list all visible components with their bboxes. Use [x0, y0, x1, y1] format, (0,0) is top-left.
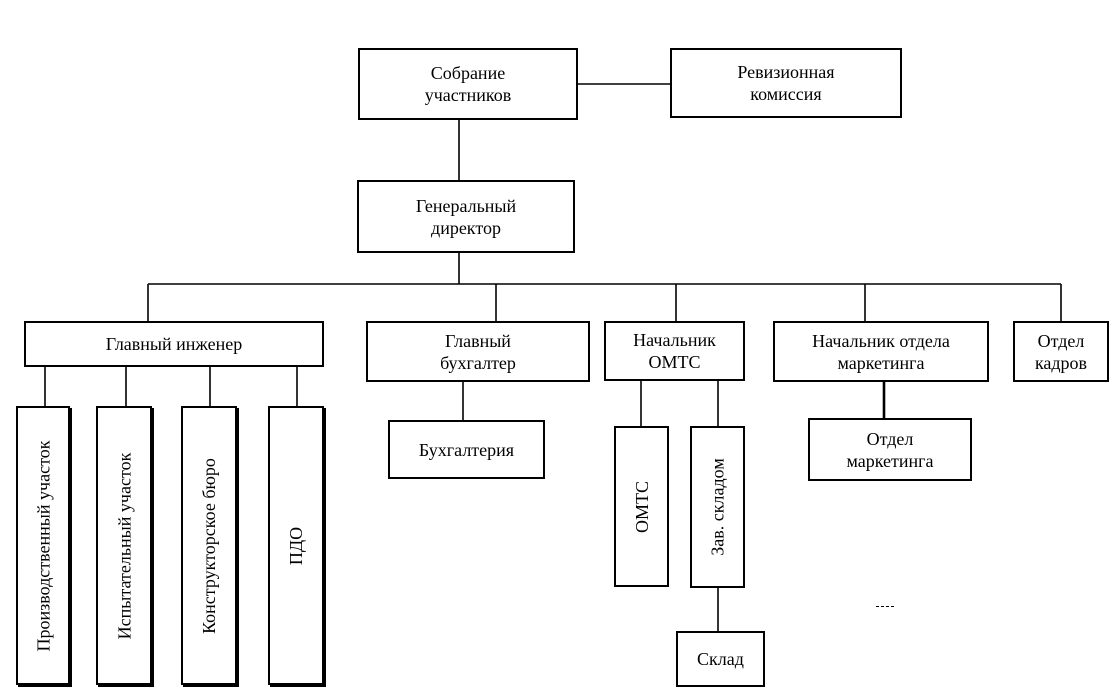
node-hr-dept-label: Отдел кадров [1034, 330, 1088, 373]
node-testing-site-label: Испытательный участок [114, 452, 135, 639]
node-hr-dept: Отдел кадров [1013, 321, 1109, 382]
node-audit-commission: Ревизионная комиссия [670, 48, 902, 118]
node-omts-label: ОМТС [631, 480, 652, 533]
node-chief-engineer-label: Главный инженер [105, 334, 243, 354]
node-warehouse: Склад [676, 631, 765, 687]
node-design-bureau: Конструкторское бюро [181, 406, 237, 685]
node-production-site: Производственный участок [16, 406, 70, 685]
node-design-bureau-label: Конструкторское бюро [199, 457, 220, 634]
node-omts: ОМТС [614, 426, 669, 587]
node-chief-accountant: Главный бухгалтер [366, 321, 590, 382]
node-head-marketing-label: Начальник отдела маркетинга [812, 330, 950, 373]
node-testing-site: Испытательный участок [96, 406, 152, 685]
node-head-marketing: Начальник отдела маркетинга [773, 321, 989, 382]
node-chief-accountant-label: Главный бухгалтер [440, 330, 516, 373]
node-ceo: Генеральный директор [357, 180, 575, 253]
node-production-site-label: Производственный участок [33, 440, 53, 651]
node-warehouse-manager-label: Зав. складом [707, 458, 728, 556]
node-audit-commission-label: Ревизионная комиссия [737, 62, 835, 104]
node-pdo-label: ПДО [286, 526, 306, 565]
node-chief-engineer: Главный инженер [24, 321, 324, 367]
node-assembly-label: Собрание участников [424, 63, 512, 105]
node-head-omts-label: Начальник ОМТС [633, 330, 716, 372]
scan-mark [876, 606, 894, 607]
node-marketing-dept: Отдел маркетинга [808, 418, 972, 481]
node-assembly: Собрание участников [358, 48, 578, 120]
node-ceo-label: Генеральный директор [415, 195, 517, 238]
node-pdo: ПДО [268, 406, 324, 685]
node-marketing-dept-label: Отдел маркетинга [846, 428, 934, 471]
node-accounting: Бухгалтерия [388, 420, 545, 479]
node-warehouse-manager: Зав. складом [690, 426, 745, 588]
node-head-omts: Начальник ОМТС [604, 321, 745, 381]
node-accounting-label: Бухгалтерия [418, 439, 515, 460]
node-warehouse-label: Склад [697, 649, 744, 669]
